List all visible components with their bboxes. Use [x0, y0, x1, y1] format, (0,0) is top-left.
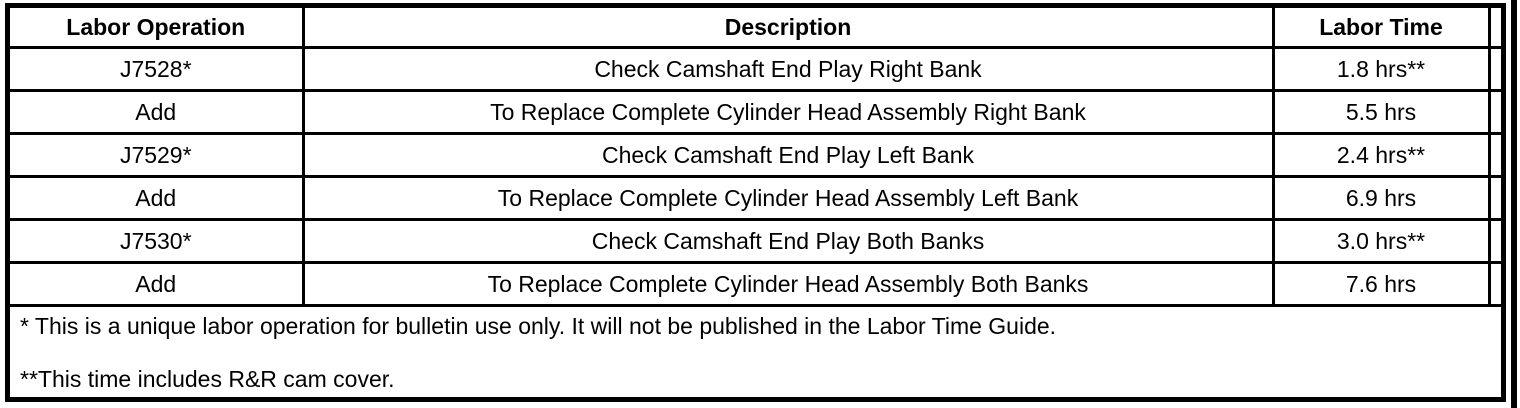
- labor-operation-cell: J7528*: [8, 46, 305, 92]
- header-row: Labor Operation Description Labor Time: [8, 6, 1503, 49]
- spacer-cell: [1487, 218, 1503, 264]
- labor-operation-cell: Add: [8, 89, 305, 135]
- labor-operation-cell: Add: [8, 175, 305, 221]
- spacer-cell: [1487, 175, 1503, 221]
- column-header-description: Description: [301, 6, 1275, 49]
- table-row: J7528* Check Camshaft End Play Right Ban…: [8, 46, 1503, 92]
- table-row: Add To Replace Complete Cylinder Head As…: [8, 89, 1503, 135]
- labor-time-cell: 3.0 hrs**: [1271, 218, 1491, 264]
- labor-operation-cell: Add: [8, 261, 305, 306]
- labor-time-cell: 7.6 hrs: [1271, 261, 1491, 306]
- description-cell: Check Camshaft End Play Right Bank: [301, 46, 1275, 92]
- table-body: J7528* Check Camshaft End Play Right Ban…: [8, 46, 1503, 306]
- spacer-cell: [1487, 132, 1503, 178]
- labor-time-cell: 1.8 hrs**: [1271, 46, 1491, 92]
- table-row: J7530* Check Camshaft End Play Both Bank…: [8, 218, 1503, 264]
- table-row: Add To Replace Complete Cylinder Head As…: [8, 261, 1503, 306]
- labor-operation-cell: J7529*: [8, 132, 305, 178]
- footnotes-section: * This is a unique labor operation for b…: [10, 304, 1501, 397]
- column-header-labor-operation: Labor Operation: [8, 6, 305, 49]
- labor-time-cell: 2.4 hrs**: [1271, 132, 1491, 178]
- column-header-labor-time: Labor Time: [1271, 6, 1491, 49]
- labor-time-cell: 6.9 hrs: [1271, 175, 1491, 221]
- spacer-cell: [1487, 261, 1503, 306]
- labor-time-table: Labor Operation Description Labor Time J…: [8, 6, 1503, 306]
- column-header-spacer: [1487, 6, 1503, 49]
- description-cell: Check Camshaft End Play Both Banks: [301, 218, 1275, 264]
- labor-time-cell: 5.5 hrs: [1271, 89, 1491, 135]
- footnote-time-includes: **This time includes R&R cam cover.: [20, 366, 395, 392]
- description-cell: To Replace Complete Cylinder Head Assemb…: [301, 261, 1275, 306]
- labor-operation-cell: J7530*: [8, 218, 305, 264]
- spacer-cell: [1487, 46, 1503, 92]
- spacer-cell: [1487, 89, 1503, 135]
- description-cell: To Replace Complete Cylinder Head Assemb…: [301, 89, 1275, 135]
- description-cell: Check Camshaft End Play Left Bank: [301, 132, 1275, 178]
- table-row: J7529* Check Camshaft End Play Left Bank…: [8, 132, 1503, 178]
- table-row: Add To Replace Complete Cylinder Head As…: [8, 175, 1503, 221]
- labor-time-table-frame: Labor Operation Description Labor Time J…: [5, 3, 1506, 402]
- page-edge-rule: [1511, 0, 1517, 408]
- description-cell: To Replace Complete Cylinder Head Assemb…: [301, 175, 1275, 221]
- table-header: Labor Operation Description Labor Time: [8, 6, 1503, 49]
- footnote-unique-operation: * This is a unique labor operation for b…: [20, 313, 1057, 339]
